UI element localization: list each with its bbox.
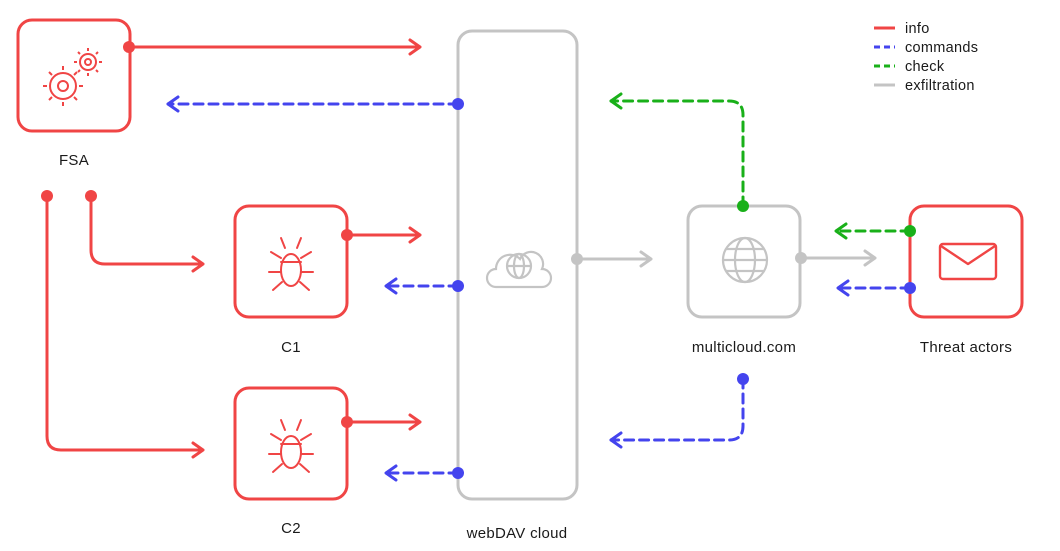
exfiltration-connections (575, 249, 877, 268)
cloud-globe-icon (485, 250, 553, 289)
c1-node: C1 (233, 204, 349, 356)
legend-label-commands: commands (905, 40, 978, 56)
threat-actors-label: Threat actors (920, 339, 1012, 356)
fsa-label: FSA (59, 152, 89, 169)
legend-item-info: info (874, 21, 930, 37)
webdav-node: webDAV cloud (456, 29, 579, 542)
c1-label: C1 (281, 339, 301, 356)
legend-item-exfiltration: exfiltration (874, 78, 975, 94)
legend-label-info: info (905, 21, 930, 37)
globe-icon (721, 236, 769, 284)
legend-item-check: check (874, 59, 945, 75)
commands-connections (166, 95, 912, 482)
c2-node: C2 (233, 386, 349, 537)
envelope-icon (938, 242, 998, 281)
info-connections (45, 38, 422, 459)
multicloud-label: multicloud.com (692, 339, 796, 356)
legend-label-exfiltration: exfiltration (905, 78, 975, 94)
bug-icon (268, 419, 314, 473)
threat-actors-node: Threat actors (908, 204, 1024, 356)
c2-label: C2 (281, 520, 301, 537)
legend: info commands check exfiltration (874, 21, 978, 94)
legend-item-commands: commands (874, 40, 978, 56)
connection-endpoints (41, 41, 916, 479)
fsa-node: FSA (16, 18, 132, 169)
multicloud-node: multicloud.com (686, 204, 802, 356)
legend-label-check: check (905, 59, 945, 75)
bug-icon (268, 237, 314, 291)
webdav-label: webDAV cloud (466, 525, 568, 542)
gears-icon (43, 48, 102, 106)
check-connections (609, 92, 912, 240)
